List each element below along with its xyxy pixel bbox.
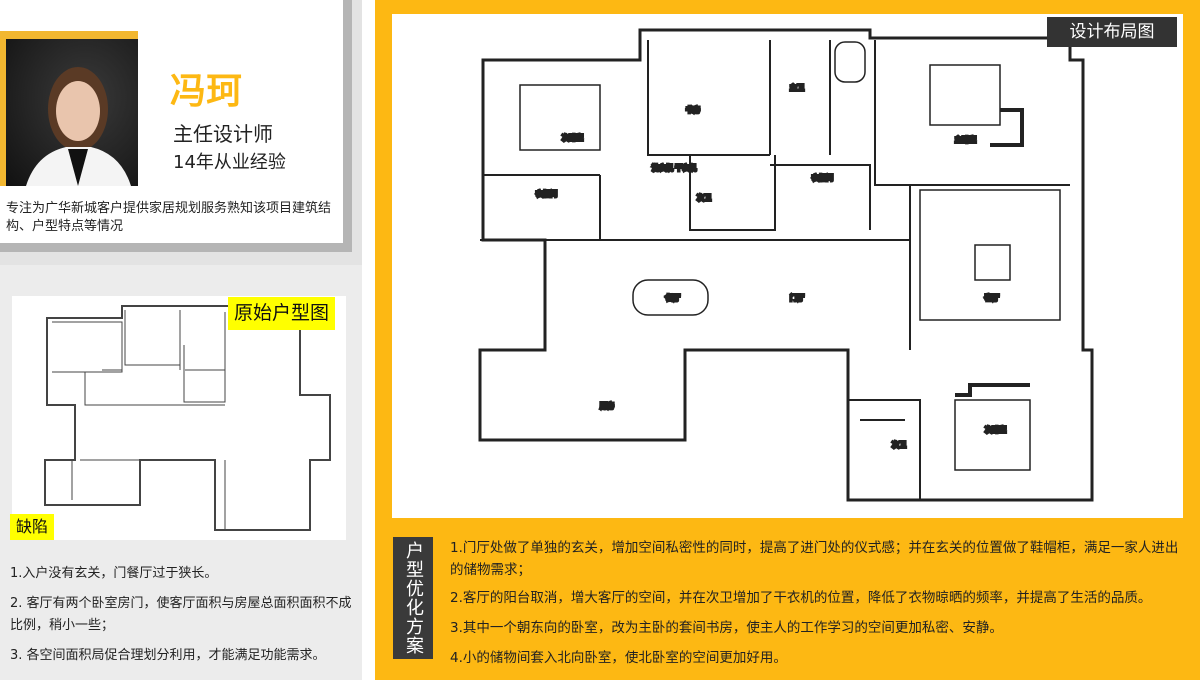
room-label: 次卧室 bbox=[985, 425, 1006, 434]
room-label: 衣帽间 bbox=[812, 173, 833, 182]
room-label: 客厅 bbox=[985, 293, 999, 302]
designer-experience: 14年从业经验 bbox=[173, 152, 286, 173]
room-label: 书房 bbox=[686, 105, 700, 114]
room-label: 厨房 bbox=[600, 401, 614, 410]
defect-item-2: 2. 客厅有两个卧室房门，使客厅面积与房屋总面积面积不成比例，稍小一些； bbox=[10, 596, 352, 633]
optimization-label: 户型优化方案 bbox=[393, 537, 433, 659]
designer-bio: 专注为广华新城客户提供家居规划服务熟知该项目建筑结构、户型特点等情况 bbox=[6, 201, 332, 234]
original-floorplan bbox=[12, 296, 346, 540]
room-label: 门厅 bbox=[790, 293, 804, 302]
defect-item-3: 3. 各空间面积局促合理划分利用，才能满足功能需求。 bbox=[10, 648, 326, 663]
defects-label: 缺陷 bbox=[10, 514, 55, 540]
room-label: 次卧室 bbox=[562, 133, 583, 142]
designer-photo bbox=[6, 39, 138, 186]
room-label: 主卧室 bbox=[955, 135, 976, 144]
design-floorplan-label: 设计布局图 bbox=[1047, 17, 1177, 47]
designer-role: 主任设计师 bbox=[173, 122, 273, 146]
original-floorplan-label: 原始户型图 bbox=[228, 297, 336, 330]
design-floorplan: 次卧室 书房 主卫 主卧室 衣帽间 洗衣机 干衣机 次卫 衣帽间 餐厅 门厅 客… bbox=[392, 14, 1183, 518]
optimization-item-4: 4.小的储物间套入北向卧室，使北卧室的空间更加好用。 bbox=[450, 650, 787, 666]
room-label: 主卫 bbox=[790, 83, 804, 92]
optimization-item-2: 2.客厅的阳台取消，增大客厅的空间，并在次卫增加了干衣机的位置，降低了衣物晾晒的… bbox=[450, 590, 1152, 606]
room-label: 衣帽间 bbox=[536, 189, 557, 198]
room-label: 次卫 bbox=[892, 440, 906, 449]
optimization-item-3: 3.其中一个朝东向的卧室，改为主卧的套间书房，使主人的工作学习的空间更加私密、安… bbox=[450, 620, 1003, 636]
room-label: 洗衣机 干衣机 bbox=[652, 163, 696, 172]
defect-item-1: 1.入户没有玄关，门餐厅过于狭长。 bbox=[10, 566, 218, 581]
designer-name: 冯珂 bbox=[170, 71, 243, 112]
optimization-item-1: 1.门厅处做了单独的玄关，增加空间私密性的同时，提高了进门处的仪式感；并在玄关的… bbox=[450, 540, 1179, 578]
room-label: 餐厅 bbox=[666, 293, 680, 302]
room-label: 次卫 bbox=[697, 193, 711, 202]
